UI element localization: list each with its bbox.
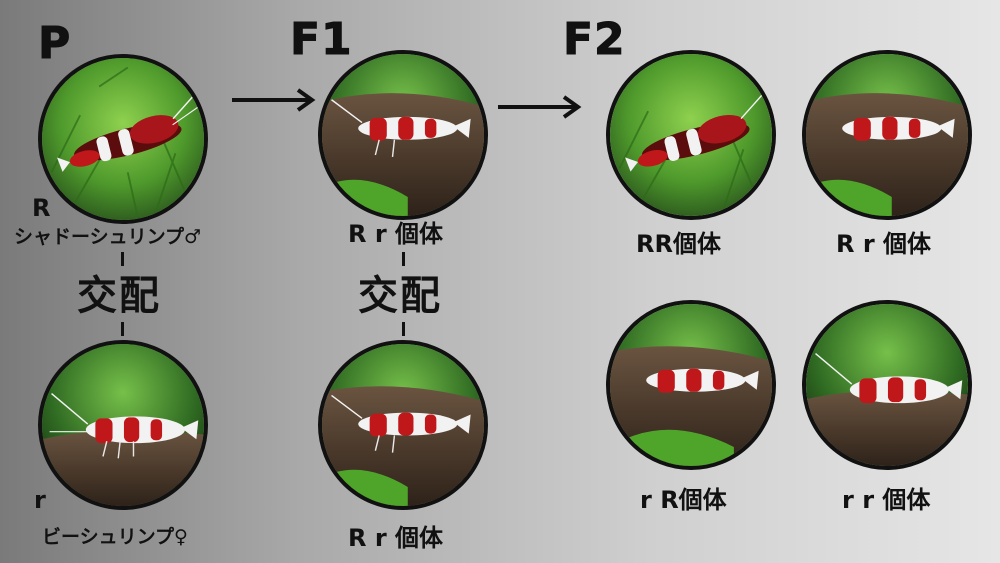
f1-bottom-label: R r 個体 bbox=[348, 524, 444, 552]
shrimp-photo bbox=[42, 344, 204, 506]
shrimp-photo bbox=[322, 54, 484, 216]
f1-connector-bottom bbox=[402, 322, 405, 336]
shadow-shrimp-photo bbox=[38, 54, 208, 224]
male-name-label: シャドーシュリンプ♂ bbox=[14, 226, 202, 248]
generation-f1-label: F1 bbox=[290, 14, 353, 65]
f1-cross-label: 交配 bbox=[358, 273, 442, 319]
shrimp-photo bbox=[806, 54, 968, 216]
f2-rr4-shrimp-photo bbox=[802, 300, 972, 470]
p-connector-top bbox=[121, 252, 124, 266]
f2-rr4-label: r r 個体 bbox=[842, 486, 931, 514]
arrow-right-icon bbox=[232, 88, 316, 112]
arrow-right-icon bbox=[498, 95, 582, 119]
female-gene-label: r bbox=[34, 486, 46, 514]
shrimp-photo bbox=[42, 58, 204, 220]
f1-connector-top bbox=[402, 252, 405, 266]
shrimp-photo bbox=[806, 304, 968, 466]
female-name-label: ビーシュリンプ♀ bbox=[42, 526, 188, 548]
f2-rr-label: RR個体 bbox=[636, 230, 721, 258]
generation-p-label: P bbox=[37, 18, 72, 69]
f2-rr2-shrimp-photo bbox=[802, 50, 972, 220]
bee-shrimp-photo bbox=[38, 340, 208, 510]
p-cross-label: 交配 bbox=[77, 273, 161, 319]
f1-bottom-shrimp-photo bbox=[318, 340, 488, 510]
f2-rr3-shrimp-photo bbox=[606, 300, 776, 470]
generation-f2-label: F2 bbox=[563, 14, 626, 65]
shrimp-photo bbox=[322, 344, 484, 506]
male-gene-label: R bbox=[32, 194, 51, 222]
f2-rr-shrimp-photo bbox=[606, 50, 776, 220]
f1-top-shrimp-photo bbox=[318, 50, 488, 220]
p-connector-bottom bbox=[121, 322, 124, 336]
f2-rr2-label: R r 個体 bbox=[836, 230, 932, 258]
shrimp-photo bbox=[610, 304, 772, 466]
shrimp-photo bbox=[610, 54, 772, 216]
f1-top-label: R r 個体 bbox=[348, 220, 444, 248]
f2-rr3-label: r R個体 bbox=[640, 486, 727, 514]
